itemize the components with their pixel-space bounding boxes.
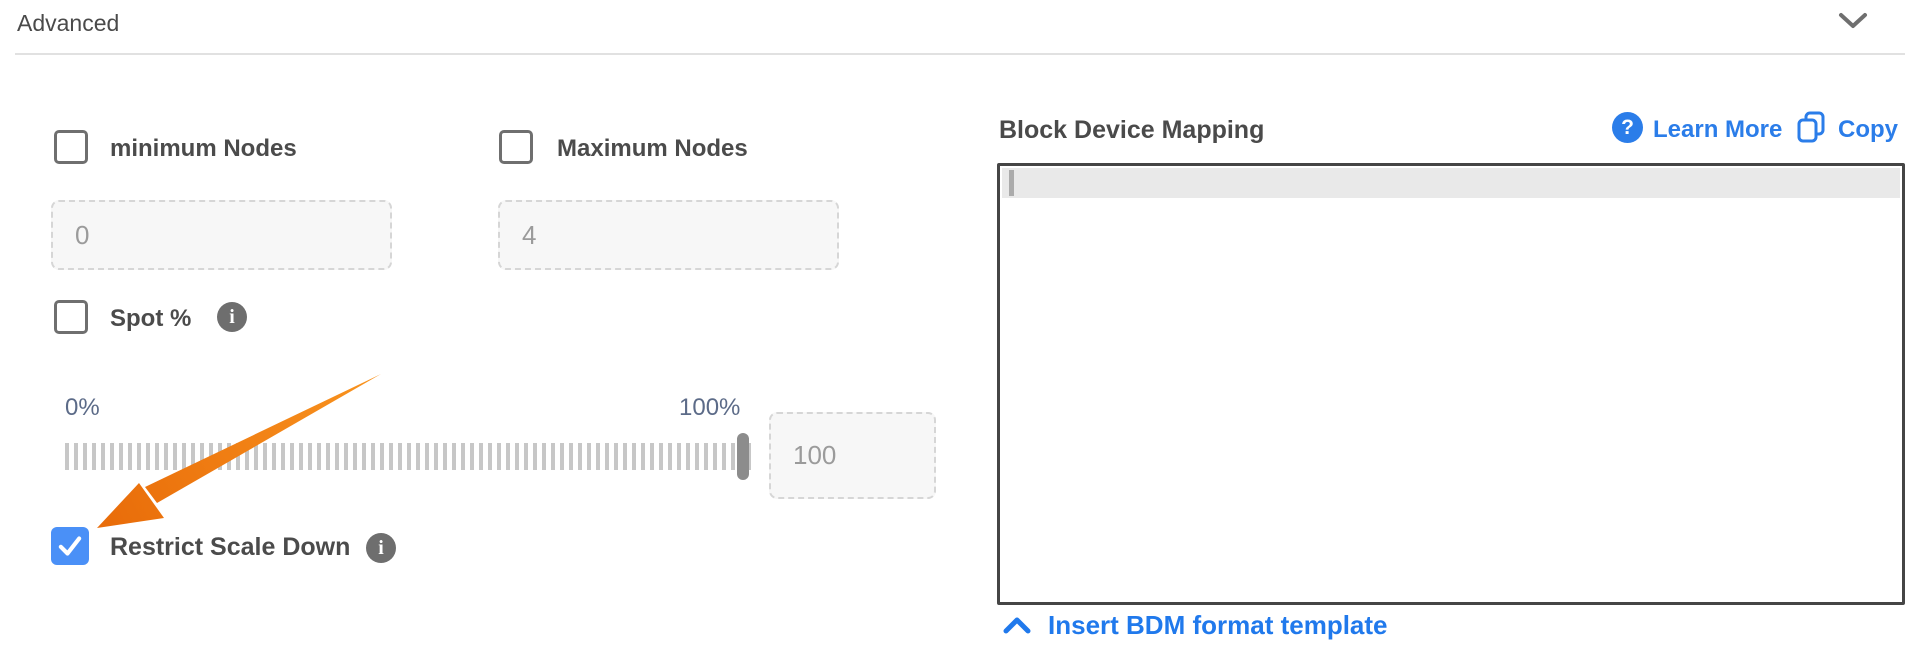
learn-more-link[interactable]: Learn More xyxy=(1653,116,1783,143)
max-nodes-input[interactable] xyxy=(498,200,839,270)
insert-bdm-template-link[interactable]: Insert BDM format template xyxy=(1048,610,1388,640)
restrict-scale-down-label: Restrict Scale Down xyxy=(110,533,351,561)
max-nodes-label: Maximum Nodes xyxy=(557,135,748,162)
restrict-info-icon[interactable]: i xyxy=(366,533,396,563)
spot-info-icon[interactable]: i xyxy=(217,302,247,332)
checkmark-icon xyxy=(55,531,85,561)
info-glyph: i xyxy=(378,536,384,559)
editor-caret xyxy=(1009,170,1014,196)
bdm-title: Block Device Mapping xyxy=(999,116,1265,144)
info-glyph: i xyxy=(229,305,235,328)
min-nodes-label: minimum Nodes xyxy=(110,135,297,162)
chevron-down-icon[interactable] xyxy=(1838,12,1868,30)
max-nodes-checkbox[interactable] xyxy=(499,130,533,164)
min-nodes-checkbox[interactable] xyxy=(54,130,88,164)
copy-link[interactable]: Copy xyxy=(1838,116,1898,143)
slider-handle[interactable] xyxy=(737,433,749,480)
spot-checkbox[interactable] xyxy=(54,300,88,334)
bdm-editor[interactable] xyxy=(997,163,1905,605)
slider-min-label: 0% xyxy=(65,394,100,421)
spot-label: Spot % xyxy=(110,305,192,332)
spot-percent-input[interactable] xyxy=(769,412,936,499)
help-glyph: ? xyxy=(1621,115,1634,139)
restrict-scale-down-checkbox[interactable] xyxy=(51,527,89,565)
section-divider xyxy=(15,53,1905,55)
slider-max-label: 100% xyxy=(679,394,741,421)
editor-active-line xyxy=(1002,168,1900,198)
spot-percent-slider[interactable] xyxy=(65,433,751,480)
help-icon[interactable]: ? xyxy=(1612,112,1643,143)
section-title: Advanced xyxy=(17,10,120,36)
chevron-up-icon[interactable] xyxy=(1003,616,1031,634)
copy-icon[interactable] xyxy=(1796,110,1826,144)
min-nodes-input[interactable] xyxy=(51,200,392,270)
